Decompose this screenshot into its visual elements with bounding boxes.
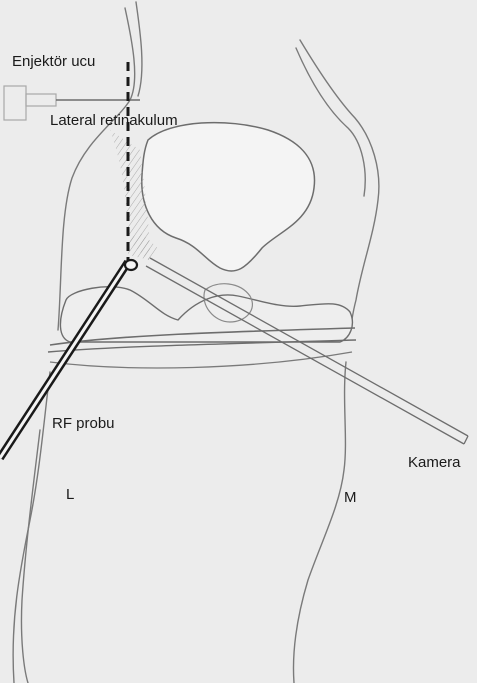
medial-side-label: M	[344, 490, 357, 505]
camera-label: Kamera	[408, 455, 461, 470]
syringe-tip-label: Enjektör ucu	[12, 54, 95, 69]
rf-probe-label: RF probu	[52, 416, 115, 431]
lateral-retinaculum-label: Lateral retinakulum	[50, 113, 178, 128]
lateral-side-label: L	[66, 487, 74, 502]
